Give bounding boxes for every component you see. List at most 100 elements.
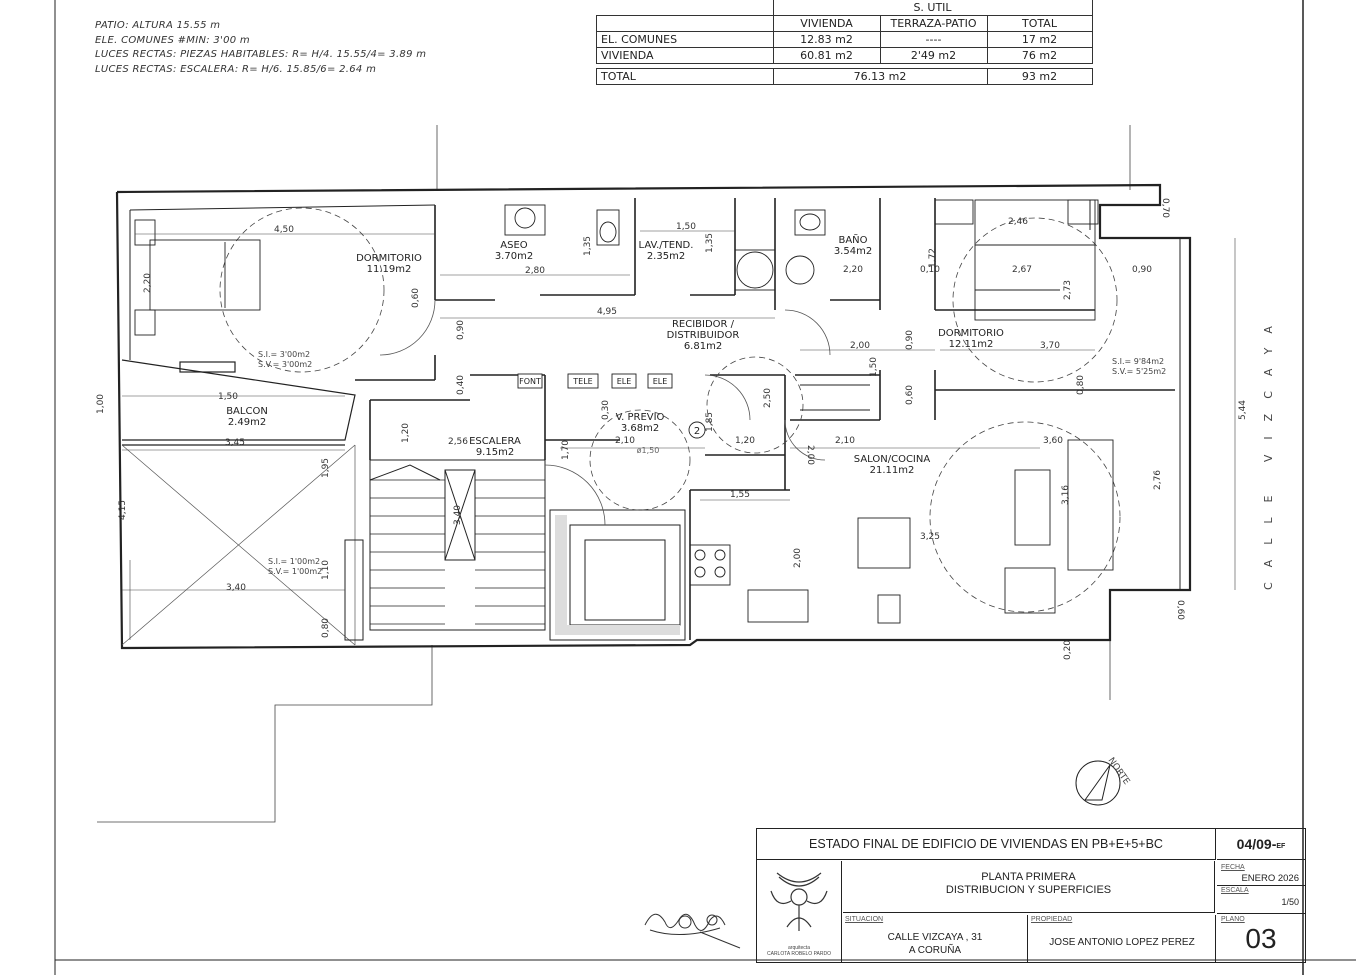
stair-block [369,459,546,631]
dimension-label: 3,25 [920,532,940,542]
dimension-label: 4,50 [274,225,294,235]
patio-window [344,539,364,641]
note-line: PATIO: ALTURA 15.55 m [95,20,221,31]
dimension-label: 0,90 [456,320,466,340]
stair-steps [370,479,545,625]
dimension-label: 3,16 [1061,485,1071,505]
drawing-code-text: 04/09- [1236,836,1277,852]
dimension-label: 2,50 [763,388,773,408]
dimension-label: 1,95 [321,458,331,478]
fixture-tele-label: TELE [572,377,592,386]
dimension-label: 0,10 [920,265,940,275]
dimension-label: 0,70 [1160,198,1170,218]
owner-name: JOSE ANTONIO LOPEZ PEREZ [1049,937,1195,948]
title-block: ESTADO FINAL DE EDIFICIO DE VIVIENDAS EN… [756,828,1306,963]
dimension-label: 0,90 [905,330,915,350]
fixture-ele-label: ELE [653,377,668,386]
table-row: VIVIENDA 60.81 m2 2'49 m2 76 m2 [596,47,1093,64]
dimension-label: 5,44 [1238,400,1248,420]
room-name: LAV./TEND. [639,240,694,251]
room-area: 6.81m2 [684,341,722,352]
dimension-label: 0,60 [1175,600,1185,620]
room-name: DORMITORIO [356,253,422,264]
room-area: 9.15m2 [476,447,514,458]
fixture-ele-label: ELE [617,377,632,386]
sheet-label: PLANO [1221,916,1245,923]
fixture-font-label: FONT [519,377,541,386]
note-line: ELE. COMUNES #MIN: 3'00 m [95,34,250,46]
dimension-label: 2,73 [1063,280,1073,300]
dimension-label: 3,60 [1043,436,1063,446]
scale-label: ESCALA [1221,887,1249,894]
dimension-label: 2,67 [1012,265,1032,275]
location-box: SITUACION CALLE VIZCAYA , 31 A CORUÑA [843,915,1028,962]
room-area: 3.68m2 [621,423,659,434]
room-name: BALCON [226,406,268,417]
room-name: SALON/COCINA [854,454,931,465]
architect-label: arquitecta [788,945,810,951]
room-area: 12.11m2 [949,339,994,350]
dimension-label: 1,00 [96,394,106,414]
drawing-code: 04/09-EF [1217,829,1305,860]
room-name-2: DISTRIBUIDOR [667,330,740,341]
dimension-label: 4,15 [118,500,128,520]
owner-label: PROPIEDAD [1031,916,1073,923]
sheet-number: 03 [1245,923,1277,954]
room-name: BAÑO [838,233,867,246]
dimension-label: 1,20 [735,436,755,446]
room-name: RECIBIDOR / [672,319,735,330]
dimension-label: 3,45 [225,438,245,448]
neighbour-outlines [97,125,1131,823]
room-area: 21.11m2 [870,465,915,476]
dimension-label: 2,20 [843,265,863,275]
architect-logo-area: arquitecta CARLOTA ROBELO PARDO [757,861,842,962]
total-label: TOTAL [596,68,774,85]
dimension-label: 4,95 [597,307,617,317]
dimension-label: 2,56 [448,437,468,447]
dimension-label: 2,10 [835,436,855,446]
note-line: LUCES RECTAS: PIEZAS HABITABLES: R= H/4.… [95,49,427,60]
dimension-label: 1,35 [705,233,715,253]
dimension-label: 0,80 [321,618,331,638]
plan-line: DISTRIBUCION Y SUPERFICIES [945,884,1112,896]
table-row: EL. COMUNES 12.83 m2 ---- 17 m2 [596,31,1093,48]
signature [644,913,741,949]
location-line: CALLE VIZCAYA , 31 [887,932,983,943]
room-area: 2.35m2 [647,251,685,262]
dimension-label: 0,80 [1076,375,1086,395]
total-vivienda: 76.13 m2 [772,68,988,85]
dimension-label: 2,00 [805,445,815,465]
fixture-number: 2 [694,426,700,437]
location-label: SITUACION [845,916,884,923]
dimension-label: ø1,50 [637,446,660,455]
general-notes: PATIO: ALTURA 15.55 m ELE. COMUNES #MIN:… [95,19,426,77]
col-header-total: TOTAL [986,15,1093,32]
row-label: VIVIENDA [596,47,774,64]
dimension-label: 3,70 [1040,341,1060,351]
patio-note: S.V.= 5'25m2 [1112,367,1166,376]
dimension-label: 2,80 [525,266,545,276]
dimension-label: 1,72 [928,248,938,268]
cell-vivienda: 60.81 m2 [772,47,881,64]
dimension-label: 1,55 [730,490,750,500]
row-label: EL. COMUNES [596,31,774,48]
dimension-label: 2,00 [793,548,803,568]
location-line: A CORUÑA [908,945,962,956]
dimension-label: 2,76 [1153,470,1163,490]
turning-circles [219,207,1121,613]
date-scale-box: FECHA ENERO 2026 ESCALA 1/50 [1217,861,1305,914]
dimension-label: 1,50 [869,357,879,377]
street-name: CALLE VIZCAYA [1262,311,1275,590]
architect-name: CARLOTA ROBELO PARDO [767,951,831,957]
dimension-label: 1,10 [321,560,331,580]
light-well [121,444,356,646]
sheet-number-box: PLANO 03 [1217,915,1305,962]
cell-total: 76 m2 [986,47,1093,64]
dimension-label: 0,60 [905,385,915,405]
dimension-label: 1,50 [218,392,238,402]
dimension-label: 0,40 [456,375,466,395]
patio-note: S.V.= 3'00m2 [258,360,312,369]
plan-line: PLANTA PRIMERA [981,871,1076,883]
dimension-label: 2,46 [1008,217,1028,227]
